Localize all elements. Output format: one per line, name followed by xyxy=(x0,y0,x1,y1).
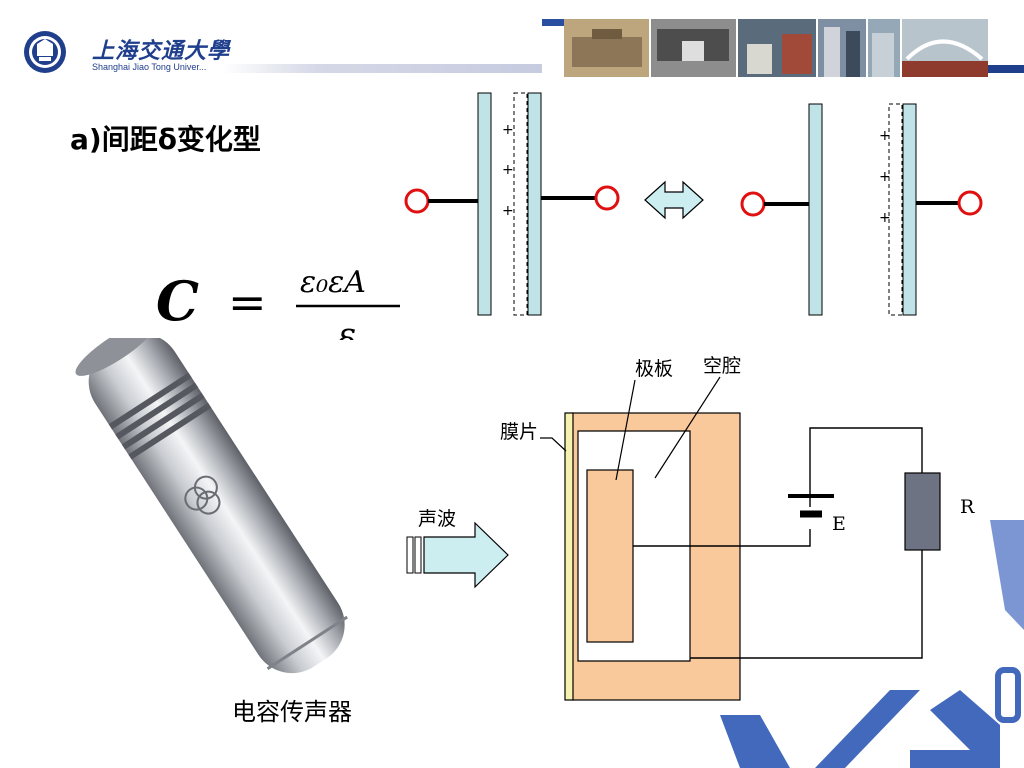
condenser-microphone-photo xyxy=(75,338,348,674)
moving-plate-dashed-left xyxy=(513,92,528,316)
diaphragm-label: 膜片 xyxy=(500,421,538,443)
resistor-label: R xyxy=(960,496,975,518)
charge-sign: + xyxy=(502,162,514,178)
moving-plate-right xyxy=(902,103,917,316)
microphone-schematic: E R 极板 空腔 膜片 声波 xyxy=(406,355,975,701)
formula-numerator: ε₀εA xyxy=(300,265,366,300)
charge-sign: + xyxy=(502,203,514,219)
formula-denominator: δ xyxy=(336,323,356,340)
moving-plate-dashed-right xyxy=(888,103,903,316)
sound-wave-label: 声波 xyxy=(418,508,456,530)
header-divider xyxy=(222,64,542,73)
header-accent-bar xyxy=(542,19,564,26)
charge-sign: + xyxy=(879,210,891,226)
charge-sign: + xyxy=(502,122,514,138)
resistor xyxy=(904,472,941,551)
backplate xyxy=(586,469,634,643)
microphone-caption: 电容传声器 xyxy=(232,698,352,726)
fixed-plate-left xyxy=(477,92,492,316)
battery-label: E xyxy=(832,513,846,535)
university-watermark xyxy=(720,520,1024,768)
university-logo-chinese: 上海交通大學 xyxy=(92,38,231,64)
formula-equals: = xyxy=(228,275,267,329)
fixed-plate-right xyxy=(808,103,823,316)
terminal-left-a xyxy=(404,188,430,214)
university-logo-english: Shanghai Jiao Tong Univer... xyxy=(92,62,207,72)
formula-lhs: C xyxy=(156,269,199,333)
terminal-right-b xyxy=(957,190,983,216)
plate-label: 极板 xyxy=(635,358,673,380)
terminal-left-b xyxy=(594,185,620,211)
cavity-label: 空腔 xyxy=(703,355,741,377)
campus-photo-strip xyxy=(564,19,988,77)
double-arrow-icon xyxy=(644,180,704,220)
diaphragm xyxy=(564,412,574,701)
terminal-right-a xyxy=(740,191,766,217)
moving-plate-left xyxy=(527,92,542,316)
sound-wave-arrow-icon xyxy=(423,521,509,589)
university-seal-icon xyxy=(24,31,66,73)
header-divider-accent xyxy=(985,65,1024,73)
charge-sign: + xyxy=(879,169,891,185)
plate-spacing-diagram: + + + + + + xyxy=(404,92,983,316)
section-title: a)间距δ变化型 xyxy=(70,123,261,156)
capacitance-formula: C = ε₀εA δ xyxy=(156,265,400,340)
sound-wave-lines xyxy=(406,536,414,574)
charge-sign: + xyxy=(879,128,891,144)
